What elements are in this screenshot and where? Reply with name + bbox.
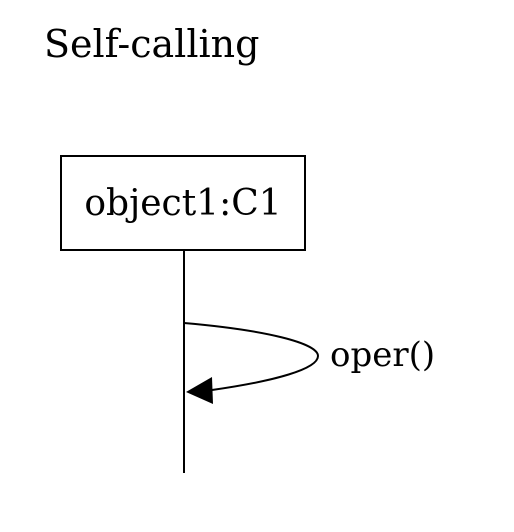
object-box: object1:C1 [60,155,306,251]
lifeline [183,251,185,473]
object-label: object1:C1 [84,182,282,224]
self-call-arrowhead [186,377,213,404]
diagram-title: Self-calling [44,22,260,66]
message-label: oper() [330,335,436,375]
self-call-arrow-curve [183,322,320,391]
